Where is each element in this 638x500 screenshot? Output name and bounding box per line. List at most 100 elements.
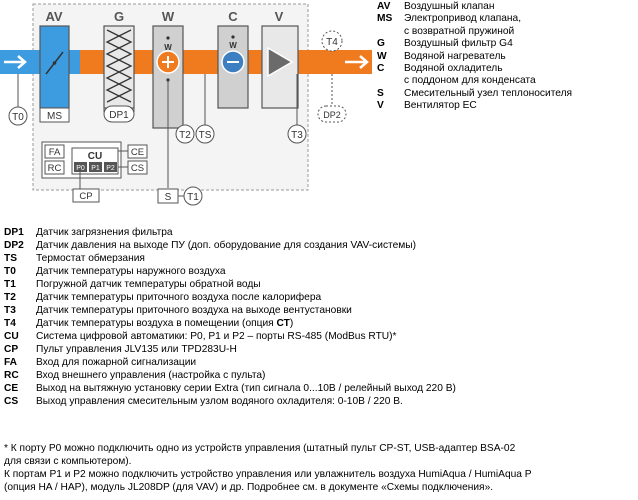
legend-code: TS [4, 253, 18, 264]
legend-desc-text: Датчик температуры наружного воздуха [36, 266, 226, 277]
legend-desc: Выход на вытяжную установку серии Extra … [36, 382, 456, 395]
cooler-w-label: W [229, 41, 237, 50]
legend-desc-text: Датчик давления на выходе ПУ (доп. обору… [36, 240, 416, 251]
legend-code: W [377, 50, 387, 62]
legend-desc: Воздушный клапан [404, 1, 494, 13]
section-label-v: V [275, 9, 284, 24]
legend-code: T1 [4, 279, 16, 290]
unit-schematic: AV MS G DP1 W W C W V T4 DP2 T0 T2 TS [0, 3, 372, 206]
dp2-label: DP2 [323, 110, 341, 120]
legend-row: W Водяной нагреватель [377, 51, 572, 63]
legend-desc-text: Смесительный узел теплоносителя [404, 87, 573, 99]
damper-pivot [52, 61, 57, 65]
port-p1-label: P1 [91, 165, 100, 172]
legend-desc: Вход внешнего управления (настройка с пу… [36, 369, 265, 382]
s-label: S [165, 192, 172, 203]
rc-label: RC [48, 163, 62, 174]
legend-desc-text: Воздушный клапан [404, 1, 495, 12]
cu-label: CU [88, 151, 102, 162]
ts-label: TS [199, 130, 212, 141]
cp-label: CP [79, 191, 92, 202]
legend-code: T2 [4, 292, 16, 303]
t2-label: T2 [179, 130, 191, 141]
footnote: * К порту P0 можно подключить одно из ус… [4, 443, 532, 493]
legend-desc: Датчик температуры приточного воздуха на… [36, 304, 352, 317]
legend-row: CS Выход управления смесительным узлом во… [4, 395, 456, 408]
legend-desc: Пульт управления JLV135 или TPD283U-H [36, 343, 237, 356]
legend-desc-text: Электропривод клапана, с возвратной пруж… [404, 13, 522, 37]
ce-label: CE [131, 147, 144, 158]
legend-row: CU Система цифровой автоматики: P0, P1 и … [4, 330, 456, 343]
legend-desc: Выход управления смесительным узлом водя… [36, 395, 403, 408]
dp1-box [103, 105, 135, 123]
legend-desc: Водяной нагреватель [404, 51, 506, 63]
legend-row: FA Вход для пожарной сигнализации [4, 356, 456, 369]
legend-code: AV [377, 1, 391, 12]
legend-desc: Смесительный узел теплоносителя [404, 88, 572, 100]
legend-desc: Вход для пожарной сигнализации [36, 356, 196, 369]
cooler-dot [231, 35, 235, 39]
legend-code: RC [4, 370, 19, 381]
heater-box [152, 25, 184, 129]
t0-sensor [8, 106, 28, 126]
section-label-av: AV [45, 9, 62, 24]
t3-label: T3 [291, 130, 303, 141]
legend-row: T3 Датчик температуры приточного воздуха … [4, 304, 456, 317]
legend-desc: Воздушный фильтр G4 [404, 38, 513, 50]
legend-code: T3 [4, 305, 16, 316]
legend-code: CE [4, 383, 19, 394]
legend-row: MS Электропривод клапана, с возвратной пр… [377, 13, 572, 38]
legend-row: T2 Датчик температуры приточного воздуха … [4, 291, 456, 304]
legend-desc: Датчик температуры воздуха в помещении (… [36, 317, 293, 330]
heater-dot-top [166, 36, 170, 40]
legend-desc-text: Термостат обмерзания [36, 253, 145, 264]
legend-code: V [377, 100, 384, 112]
legend-desc: Электропривод клапана, с возвратной пруж… [404, 13, 521, 38]
legend-code: CU [4, 331, 19, 342]
fa-label: FA [49, 147, 61, 158]
legend-row: TS Термостат обмерзания [4, 252, 456, 265]
legend-desc-tail: ) [289, 318, 294, 329]
legend-desc-text: Вход внешнего управления (настройка с пу… [36, 370, 266, 381]
legend-desc: Водяной охладитель с поддоном для конден… [404, 63, 536, 88]
t1-label: T1 [187, 192, 199, 203]
legend-code: T0 [4, 266, 16, 277]
legend-desc-text: Водяной охладитель с поддоном для конден… [404, 63, 536, 87]
legend-desc-text: Датчик температуры воздуха в помещении (… [36, 318, 277, 329]
fa-box [44, 144, 65, 159]
cp-box [72, 188, 100, 203]
port-p0 [74, 162, 87, 172]
legend-desc-text: Выход управления смесительным узлом водя… [36, 396, 403, 407]
legend-desc-text: Система цифровой автоматики: P0, P1 и P2… [36, 331, 397, 342]
port-p2-label: P2 [106, 165, 115, 172]
legend-code: MS [377, 13, 393, 25]
inlet-arrow-icon [4, 55, 27, 69]
legend-code: T4 [4, 318, 16, 329]
rc-box [44, 160, 65, 175]
outlet-arrow-icon [345, 55, 369, 69]
legend-desc-text: Датчик температуры приточного воздуха по… [36, 292, 322, 303]
t1-sensor [183, 186, 203, 206]
legend-code: CS [4, 396, 19, 407]
section-label-w: W [162, 9, 175, 24]
legend-row: AV Воздушный клапан [377, 1, 572, 13]
dp2-box [317, 105, 347, 123]
section-label-c: C [228, 9, 238, 24]
cs-label: CS [131, 163, 144, 174]
legend-row: T4 Датчик температуры воздуха в помещении… [4, 317, 456, 330]
legend-code: FA [4, 357, 18, 368]
section-label-g: G [114, 9, 124, 24]
legend-row: CE Выход на вытяжную установку серии Extr… [4, 382, 456, 395]
heater-plus [162, 56, 174, 68]
fan-icon [267, 46, 294, 78]
legend-desc: Датчик температуры приточного воздуха по… [36, 291, 321, 304]
ms-actuator-box [39, 107, 70, 123]
port-p1 [89, 162, 102, 172]
